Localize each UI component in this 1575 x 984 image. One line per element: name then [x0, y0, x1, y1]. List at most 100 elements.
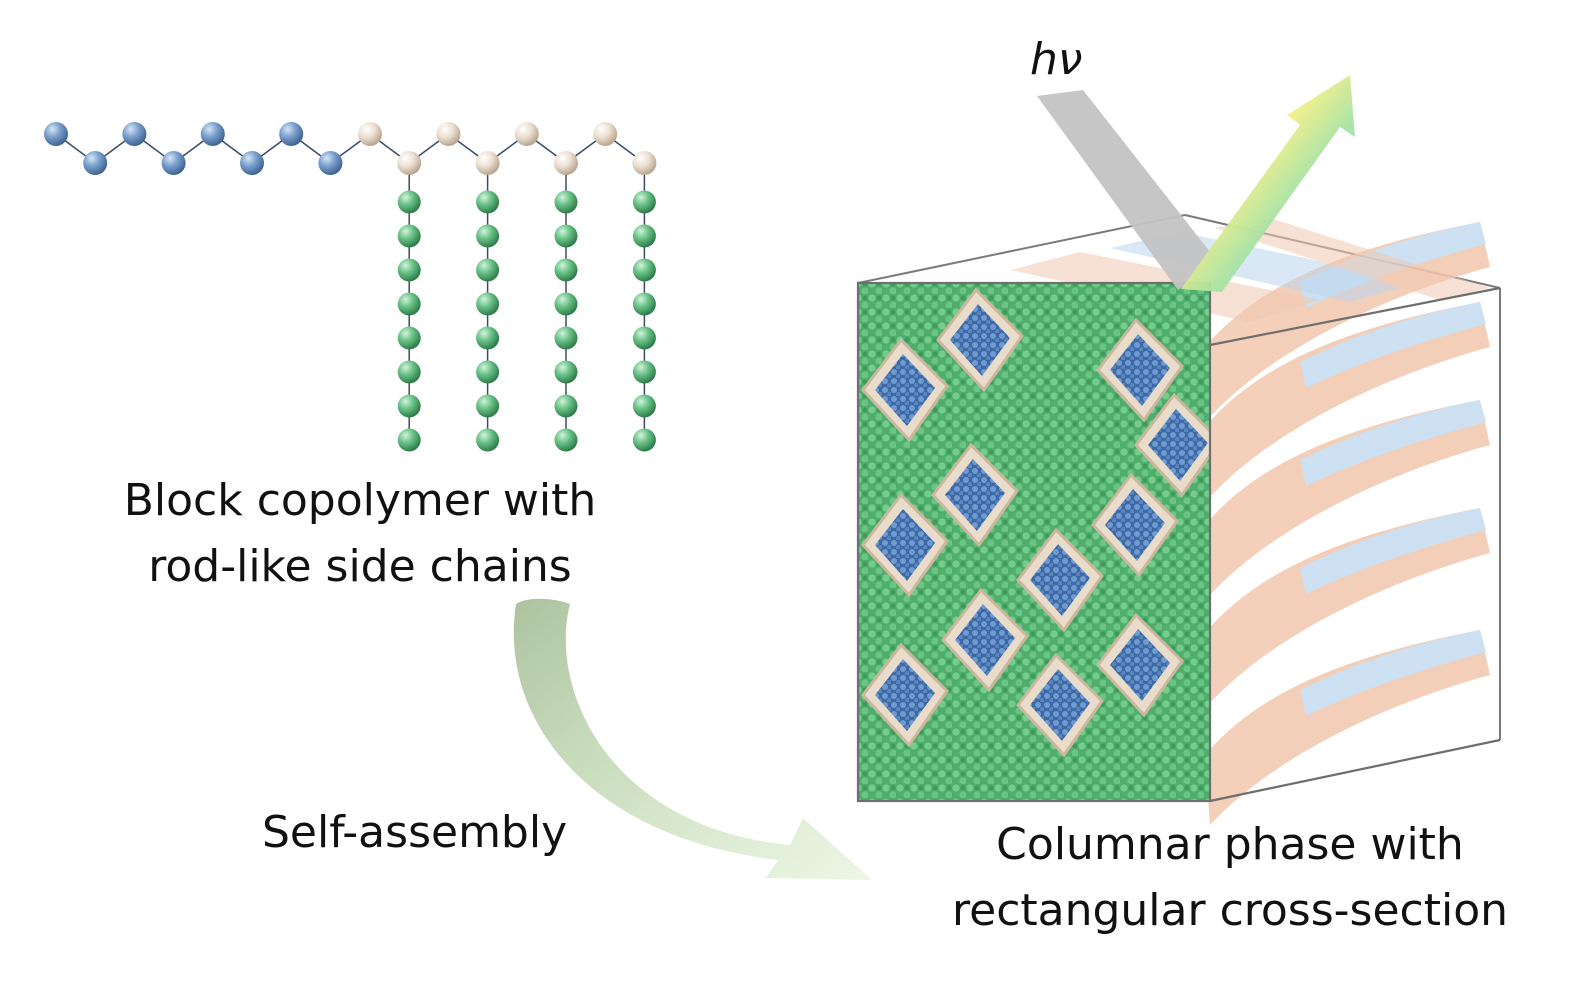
polymer-caption-line2: rod-like side chains — [148, 541, 572, 592]
linker-bead — [475, 151, 500, 175]
core-domain — [1016, 652, 1104, 758]
core-center — [1148, 409, 1208, 481]
rod-bead — [632, 360, 656, 384]
column — [1205, 630, 1490, 825]
rod-bead — [632, 292, 656, 316]
core-center — [945, 459, 1005, 531]
linker-bead — [632, 151, 657, 175]
column-body — [1205, 302, 1490, 497]
backbone-bead — [318, 151, 343, 175]
core-center — [875, 509, 935, 581]
backbone-bead — [122, 122, 147, 146]
column-highlight — [1300, 400, 1486, 486]
rod-bead — [554, 190, 578, 214]
linker-bead — [358, 122, 382, 146]
column-highlight — [1300, 508, 1486, 594]
backbone-bead — [200, 122, 225, 146]
core-center — [1110, 334, 1170, 406]
linker-bead — [436, 122, 461, 146]
rod-bead — [397, 190, 421, 214]
backbone-bead — [240, 151, 264, 175]
rod-bead — [632, 326, 656, 350]
core-domain — [1134, 392, 1210, 498]
backbone-bead — [161, 151, 186, 175]
rod-bead — [632, 224, 656, 248]
rod-bead — [476, 360, 500, 384]
linker-bead — [514, 122, 539, 146]
rod-bead — [476, 292, 500, 316]
rod-bead — [554, 326, 578, 350]
rod-bead — [632, 258, 656, 282]
core-domains — [861, 287, 1210, 758]
rod-bead — [397, 258, 421, 282]
column-body — [1205, 400, 1490, 595]
rod-bead — [632, 190, 656, 214]
simulation-front-face — [858, 283, 1210, 801]
rod-bead — [397, 360, 421, 384]
backbone-bead — [83, 151, 108, 175]
polymer-beads — [44, 122, 657, 452]
rod-bead — [476, 394, 500, 418]
core-domain — [931, 442, 1019, 548]
rod-bead — [632, 394, 656, 418]
polymer-caption-line1: Block copolymer with — [123, 475, 597, 526]
rod-bead — [397, 394, 421, 418]
rod-bead — [554, 428, 578, 452]
core-center — [875, 659, 935, 731]
core-domain — [936, 287, 1024, 393]
rod-bead — [476, 326, 500, 350]
rod-bead — [476, 224, 500, 248]
block-copolymer-model — [44, 122, 657, 452]
reflected-rainbow-arrow — [1181, 75, 1355, 292]
rod-bead — [554, 360, 578, 384]
rod-bead — [397, 428, 421, 452]
rod-bead — [476, 258, 500, 282]
rod-bead — [554, 292, 578, 316]
rod-bead — [476, 190, 500, 214]
linker-bead — [397, 151, 422, 175]
backbone-bead — [44, 122, 68, 146]
core-center — [1030, 544, 1090, 616]
core-center — [1030, 669, 1090, 741]
phase-caption: Columnar phase with rectangular cross-se… — [930, 812, 1530, 944]
rod-bead — [554, 394, 578, 418]
backbone-bead — [279, 122, 304, 146]
column-body — [1205, 508, 1490, 703]
rod-bead — [632, 428, 656, 452]
core-center — [875, 354, 935, 426]
column — [1205, 508, 1490, 703]
phase-caption-line2: rectangular cross-section — [952, 885, 1508, 936]
core-domain — [1091, 472, 1179, 578]
light-symbol: hν — [1030, 34, 1083, 85]
column — [1205, 302, 1490, 497]
column-highlight — [1300, 630, 1486, 716]
core-domain — [1096, 317, 1184, 423]
core-domain — [861, 337, 949, 443]
polymer-bonds — [55, 133, 646, 440]
rod-bead — [397, 224, 421, 248]
column — [1205, 400, 1490, 595]
core-center — [1105, 489, 1165, 561]
core-center — [950, 304, 1010, 376]
core-domain — [1016, 527, 1104, 633]
linker-bead — [593, 122, 618, 146]
column-body — [1205, 630, 1490, 825]
incident-light-beam — [1037, 90, 1218, 290]
self-assembly-label: Self-assembly — [262, 807, 568, 858]
column-highlight — [1300, 302, 1486, 388]
polymer-caption: Block copolymer with rod-like side chain… — [70, 468, 650, 600]
core-domain — [861, 492, 949, 598]
core-center — [1110, 629, 1170, 701]
self-assembly-arrow — [513, 598, 872, 880]
rod-bead — [476, 428, 500, 452]
rod-bead — [554, 258, 578, 282]
core-domain — [861, 642, 949, 748]
rod-bead — [554, 224, 578, 248]
rod-bead — [397, 292, 421, 316]
core-domain — [941, 587, 1029, 693]
rod-bead — [397, 326, 421, 350]
simulation-box-edges — [856, 281, 1501, 803]
phase-caption-line1: Columnar phase with — [996, 819, 1464, 870]
core-domain — [1096, 612, 1184, 718]
